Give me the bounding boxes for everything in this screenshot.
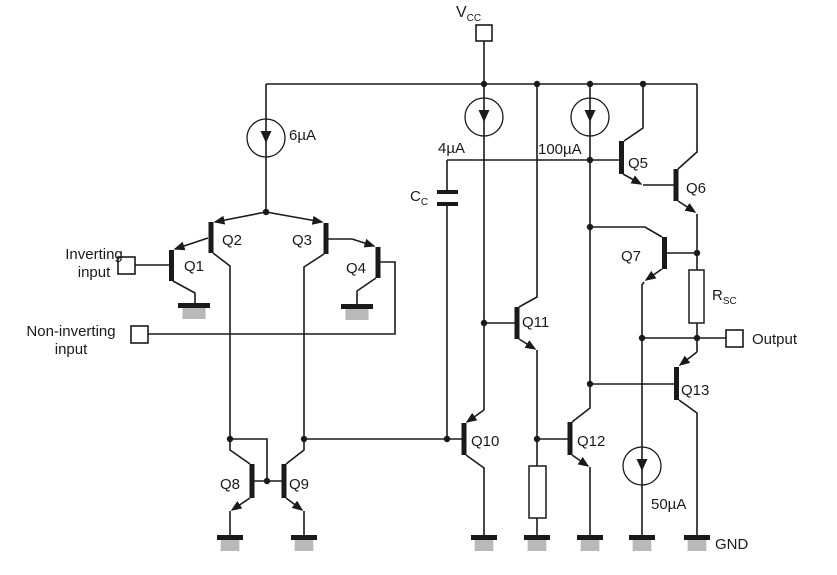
current-source-4ua — [464, 97, 504, 137]
Q9-label: Q9 — [289, 476, 309, 493]
current-source-6ua — [246, 118, 286, 158]
Q3-label: Q3 — [292, 232, 312, 249]
q8-emitter-arrow — [230, 497, 251, 511]
ground-q9 — [291, 535, 317, 551]
junction-dot-3 — [639, 80, 647, 88]
q5-emitter-arrow — [622, 173, 643, 185]
q1-collector-wire — [172, 280, 196, 303]
q12-collector-wire — [571, 384, 591, 423]
ground-50ua — [629, 535, 655, 551]
noninverting-label-line2: input — [55, 341, 88, 358]
q2-collector-wire — [212, 252, 231, 439]
q9-collector-wire — [285, 439, 305, 465]
current-source-50ua — [622, 446, 662, 486]
q7-emitter-wire-wire — [641, 281, 645, 338]
label-6ua: 6µA — [289, 127, 316, 144]
Q6-label: Q6 — [686, 180, 706, 197]
Q1-label: Q1 — [184, 258, 204, 275]
q9-emitter-arrow — [285, 497, 304, 511]
junction-dot-9 — [533, 435, 541, 443]
junction-dot-4 — [262, 208, 270, 216]
Q10-label: Q10 — [471, 433, 499, 450]
label-4ua: 4µA — [438, 140, 465, 157]
junction-dot-2 — [586, 80, 594, 88]
resistor-r1 — [528, 465, 547, 519]
label-50ua: 50µA — [651, 496, 686, 513]
q1-emitter-arrow — [173, 237, 209, 251]
junction-dot-11 — [586, 156, 594, 164]
Q8-label: Q8 — [220, 476, 240, 493]
Q12-label: Q12 — [577, 433, 605, 450]
q13-collector-wire — [678, 399, 698, 535]
q3-collector-wire — [303, 253, 325, 439]
q4-base-path-wire — [148, 261, 396, 335]
q5-collector-wire — [623, 84, 644, 142]
ground-q8 — [217, 535, 243, 551]
Q11-label: Q11 — [522, 314, 549, 331]
junction-dot-16 — [693, 249, 701, 257]
junction-dot-5 — [226, 435, 234, 443]
q2-emitter-arrow — [213, 211, 267, 225]
rsc-label: RSC — [712, 287, 737, 307]
junction-dot-0 — [480, 80, 488, 88]
junction-dot-14 — [638, 334, 646, 342]
label-100ua: 100µA — [538, 141, 582, 158]
Q7-label: Q7 — [621, 248, 641, 265]
q8-diode-link-wire — [230, 438, 268, 481]
q8-collector-wire — [229, 439, 251, 465]
q6-collector-wire — [677, 84, 698, 170]
junction-dot-12 — [586, 223, 594, 231]
junction-dot-7 — [300, 435, 308, 443]
Q2-label: Q2 — [222, 232, 242, 249]
inverting-input-terminal — [117, 256, 136, 275]
q12-emitter-arrow — [571, 454, 590, 467]
q10-emitter-arrow — [465, 409, 485, 423]
current-source-100ua — [570, 97, 610, 137]
inverting-label-line1: Inverting — [65, 246, 123, 263]
junction-dot-10 — [480, 319, 488, 327]
ground-r1 — [524, 535, 550, 551]
ground-q4 — [341, 304, 373, 320]
junction-dot-15 — [693, 334, 701, 342]
q7-emitter-arrow — [644, 268, 663, 281]
ground-q1 — [178, 303, 210, 319]
output-terminal — [725, 329, 744, 348]
output-label: Output — [752, 331, 798, 348]
inverting-label-line2: input — [78, 264, 111, 281]
junction-dot-6 — [263, 477, 271, 485]
noninverting-input-terminal — [130, 325, 149, 344]
noninverting-label-line1: Non-inverting — [26, 323, 115, 340]
q11-collector-wire — [518, 84, 538, 308]
q4-emitter-arrow — [351, 238, 376, 248]
Q4-label: Q4 — [346, 260, 366, 277]
capacitor-cc — [437, 190, 458, 206]
Q5-label: Q5 — [628, 155, 648, 172]
ground-q12 — [577, 535, 603, 551]
q10-collector-wire — [465, 454, 485, 535]
q11-emitter-arrow — [518, 338, 537, 350]
Q13-label: Q13 — [681, 382, 709, 399]
ground-q10 — [471, 535, 497, 551]
vcc-terminal — [475, 24, 493, 42]
vcc-label: VCC — [456, 4, 481, 24]
junction-dot-1 — [533, 80, 541, 88]
ground-q13 — [684, 535, 710, 551]
q6-emitter-arrow — [677, 200, 697, 213]
cc-label: CC — [410, 188, 428, 208]
gnd-label: GND — [715, 536, 749, 553]
q7-collector-wire — [590, 226, 663, 238]
junction-dot-8 — [443, 435, 451, 443]
junction-dot-13 — [586, 380, 594, 388]
resistor-rsc — [688, 269, 705, 324]
q3-emitter-arrow — [265, 211, 324, 225]
q13-emitter-arrow — [678, 351, 698, 366]
q4-collector-wire — [356, 277, 377, 304]
